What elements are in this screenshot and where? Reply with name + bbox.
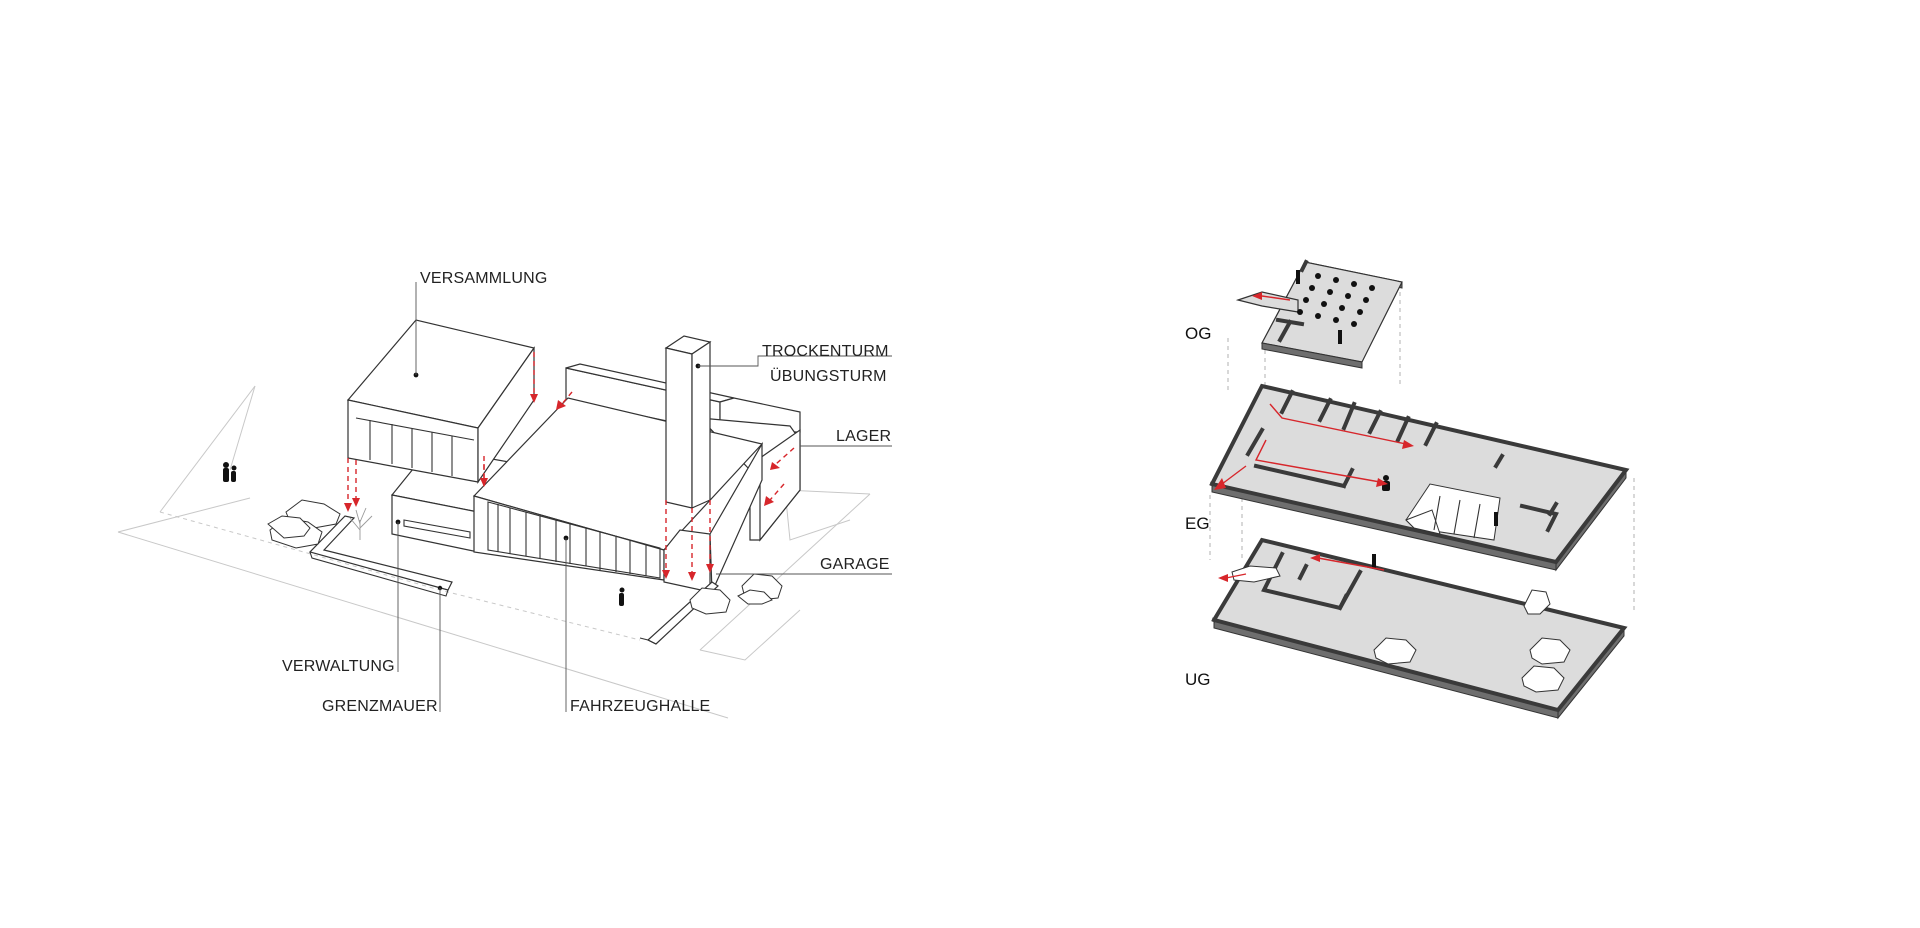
level-label-eg: EG [1185, 514, 1210, 533]
eg-floor-plate [1209, 383, 1630, 572]
exploded-plans [1209, 259, 1635, 720]
label-grenzmauer: GRENZMAUER [322, 698, 438, 715]
people-figures [223, 462, 625, 606]
fire-truck [1405, 483, 1501, 541]
label-garage: GARAGE [820, 556, 890, 573]
label-versammlung: VERSAMMLUNG [420, 270, 548, 287]
og-floor-plate [1235, 259, 1403, 369]
eg-walls [1209, 383, 1630, 565]
hall-doors [487, 501, 661, 579]
axonometric-view [117, 282, 892, 719]
ug-floor-plate [1211, 537, 1628, 720]
seated-audience [1296, 270, 1375, 344]
tower-volume [664, 335, 712, 509]
ug-walls [1211, 537, 1628, 713]
parked-cars-garage [689, 573, 783, 615]
parked-cars-left [267, 499, 341, 549]
label-verwaltung: VERWALTUNG [282, 658, 395, 675]
level-label-ug: UG [1185, 670, 1211, 689]
label-uebungsturm: ÜBUNGSTURM [770, 368, 887, 385]
label-fahrzeughalle: FAHRZEUGHALLE [570, 698, 711, 715]
label-lager: LAGER [836, 428, 892, 445]
label-trockenturm: TROCKENTURM [762, 343, 889, 360]
projection-arrows [344, 352, 795, 581]
level-label-og: OG [1185, 324, 1212, 343]
ug-ramp-car [1231, 565, 1281, 583]
tree-icon [349, 507, 373, 540]
versammlung-volume [346, 319, 535, 484]
ug-cars [1373, 589, 1571, 693]
label-leaders [397, 282, 892, 712]
